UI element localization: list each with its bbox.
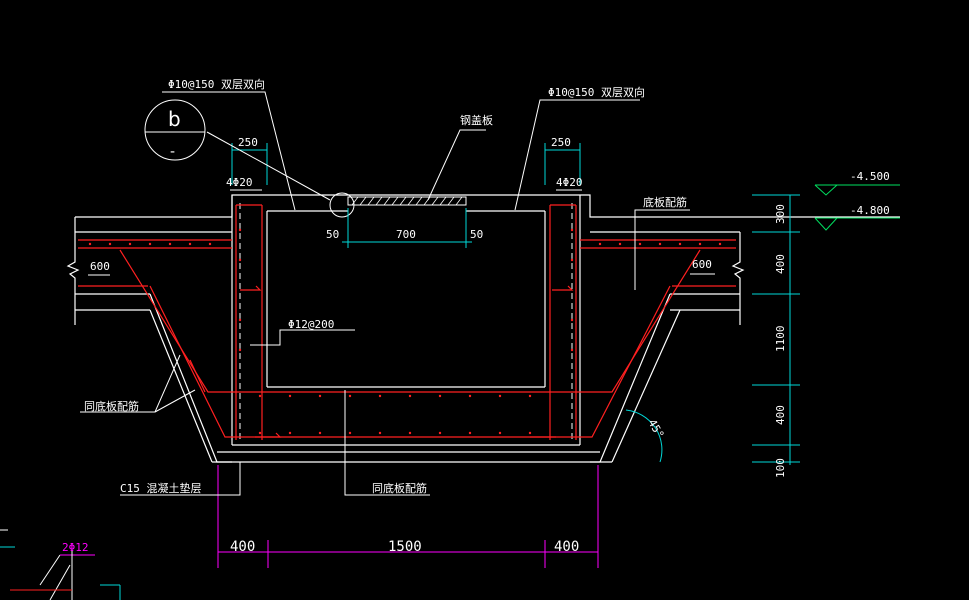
label-stirrup: Φ12@200 [288, 318, 334, 331]
label-rebar-left-top: Φ10@150 双层双向 [168, 77, 265, 91]
elevation-lower: -4.800 [850, 204, 890, 217]
label-same-bottom-left: 同底板配筋 [84, 399, 139, 413]
dim-slab-left-600: 600 [90, 260, 110, 273]
text-labels: Φ10@150 双层双向 Φ10@150 双层双向 钢盖板 底板配筋 同底板配筋… [84, 77, 712, 495]
label-cushion: C15 混凝土垫层 [120, 481, 202, 495]
detail-sub: - [170, 144, 175, 160]
bottom-left-fragment [0, 529, 121, 600]
dim-slab-right-600: 600 [692, 258, 712, 271]
rebar [78, 204, 736, 440]
label-bars-right: 4Φ20 [556, 176, 583, 189]
label-same-bottom-center: 同底板配筋 [372, 481, 427, 495]
leader-lines [80, 91, 715, 496]
dim-right-400-lower: 400 [774, 405, 787, 425]
elevation-marks [814, 184, 900, 231]
label-rebar-right-top: Φ10@150 双层双向 [548, 85, 645, 99]
label-angle: 45° [645, 417, 666, 441]
label-small-left: 2Φ12 [62, 541, 89, 554]
label-cover-plate: 钢盖板 [460, 113, 493, 127]
dim-opening-700: 700 [396, 228, 416, 241]
dim-bottom-400-left: 400 [230, 539, 255, 555]
dim-right-400-upper: 400 [774, 254, 787, 274]
dim-bottom-400-right: 400 [554, 539, 579, 555]
dimension-lines [231, 143, 800, 465]
rebar-dots [88, 228, 722, 435]
label-bottom-rebar: 底板配筋 [643, 195, 687, 209]
detail-letter: b [168, 107, 181, 131]
dim-opening-50-right: 50 [470, 228, 483, 241]
bottom-dimension [217, 465, 599, 568]
dim-right-1100: 1100 [774, 326, 787, 353]
dim-right-300: 300 [774, 204, 787, 224]
dim-right-100: 100 [774, 458, 787, 478]
structure-outline [66, 194, 900, 463]
dim-top-right-250: 250 [551, 136, 571, 149]
bottom-dim-text: 400 1500 400 2Φ12 [62, 539, 579, 555]
label-bars-left: 4Φ20 [226, 176, 253, 189]
steel-cover-plate [329, 192, 467, 218]
elevation-text: -4.500 -4.800 [850, 170, 890, 217]
right-dim-text: 300 400 1100 400 100 [774, 204, 787, 478]
dim-bottom-1500: 1500 [388, 539, 422, 555]
dim-opening-50-left: 50 [326, 228, 339, 241]
dim-top-left-250: 250 [238, 136, 258, 149]
elevation-upper: -4.500 [850, 170, 890, 183]
